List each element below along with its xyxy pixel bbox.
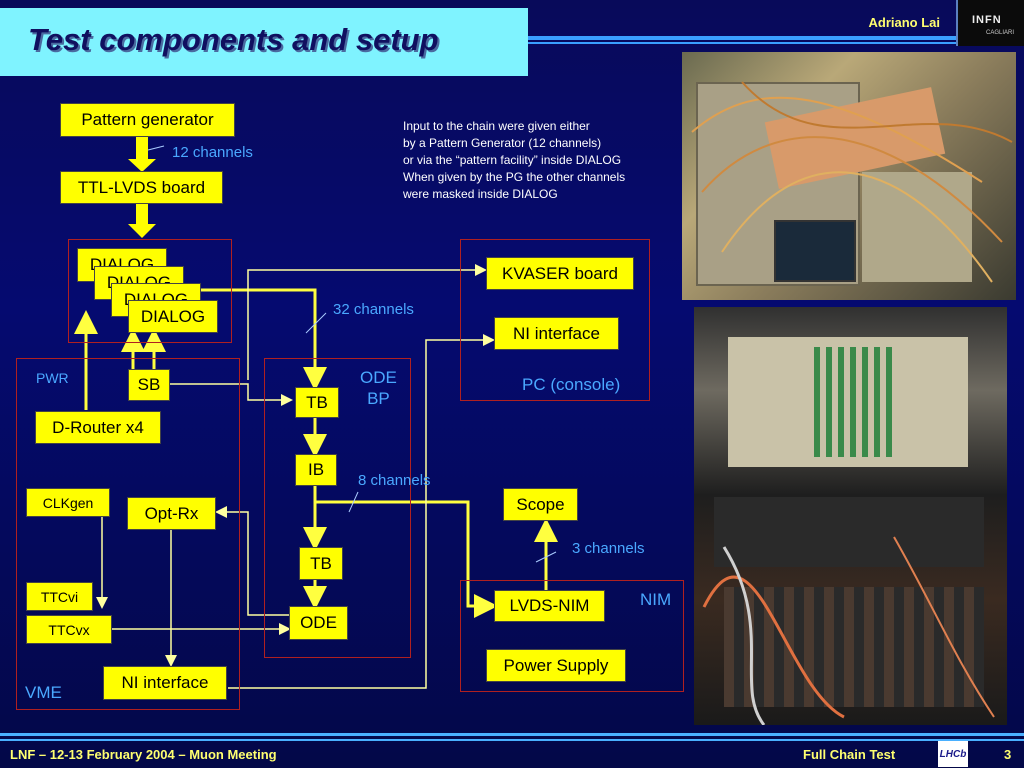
footer-section: Full Chain Test	[803, 747, 896, 762]
ttl-lvds-board-box: TTL-LVDS board	[60, 171, 223, 204]
footer-rule-top	[0, 733, 1024, 736]
note-line-2: by a Pattern Generator (12 channels)	[403, 136, 602, 150]
oscilloscope-screen	[774, 220, 856, 282]
vme-label: VME	[25, 683, 62, 702]
author-name: Adriano Lai	[868, 15, 940, 30]
instrument-panel	[862, 172, 972, 282]
sb-box: SB	[128, 369, 170, 401]
label-12-channels: 12 channels	[172, 144, 253, 161]
power-supply-box: Power Supply	[486, 649, 626, 682]
nim-label: NIM	[640, 590, 672, 609]
ode-bp-label: ODE BP	[360, 368, 397, 408]
header-rule-bottom	[528, 42, 958, 44]
ib-box: IB	[295, 454, 337, 486]
photo-test-bench	[682, 52, 1016, 300]
crate-middle	[714, 497, 984, 567]
dialog-frame	[68, 239, 232, 343]
label-32-channels: 32 channels	[333, 301, 414, 318]
pc-console-label: PC (console)	[522, 375, 621, 394]
ni-interface-vme-box: NI interface	[103, 666, 227, 700]
kvaser-board-box: KVASER board	[486, 257, 634, 290]
d-router-box: D-Router x4	[35, 411, 161, 444]
photo-vme-crate	[694, 307, 1007, 725]
thick-arrow-ttl-dialog	[128, 204, 156, 238]
infn-logo-text: INFN	[972, 14, 1002, 26]
ode-box: ODE	[289, 606, 348, 640]
note-block: Input to the chain were given either by …	[403, 118, 625, 203]
header-rule-top	[528, 36, 958, 40]
vme-crate-frame	[16, 358, 240, 710]
crate-modules	[814, 347, 894, 457]
ttcvi-box: TTCvi	[26, 582, 93, 611]
thick-arrow-pg-ttl	[128, 137, 156, 172]
note-line-1: Input to the chain were given either	[403, 119, 590, 133]
pattern-generator-box: Pattern generator	[60, 103, 235, 137]
nim-crate-frame	[460, 580, 684, 692]
slide-title: Test components and setup	[28, 22, 439, 57]
note-line-5: were masked inside DIALOG	[403, 187, 558, 201]
pwr-label: PWR	[36, 370, 69, 386]
tb-bottom-box: TB	[299, 547, 343, 580]
pc-console-frame	[460, 239, 650, 401]
cables	[691, 81, 1013, 283]
ni-interface-pc-box: NI interface	[494, 317, 619, 350]
ode-bp-frame	[264, 358, 411, 658]
footer-event: LNF – 12-13 February 2004 – Muon Meeting	[10, 747, 277, 762]
scope-box: Scope	[503, 488, 578, 521]
ttcvx-box: TTCvx	[26, 615, 112, 644]
infn-logo	[956, 0, 1024, 46]
note-line-4: When given by the PG the other channels	[403, 170, 626, 184]
clkgen-box: CLKgen	[26, 488, 110, 517]
footer-rule-bottom	[0, 739, 1024, 741]
tb-top-box: TB	[295, 387, 339, 418]
lhcb-logo: LHCb	[938, 741, 968, 767]
infn-logo-subtext: CAGLIARI	[986, 30, 1015, 36]
label-3-channels: 3 channels	[572, 540, 645, 557]
dialog-box-4: DIALOG	[128, 300, 218, 333]
note-line-3: or via the “pattern facility” inside DIA…	[403, 153, 622, 167]
crate-cables	[702, 536, 995, 725]
page-number: 3	[1004, 747, 1012, 762]
opt-rx-box: Opt-Rx	[127, 497, 216, 530]
lvds-nim-box: LVDS-NIM	[494, 590, 605, 622]
title-banner	[0, 8, 528, 76]
label-8-channels: 8 channels	[358, 472, 431, 489]
